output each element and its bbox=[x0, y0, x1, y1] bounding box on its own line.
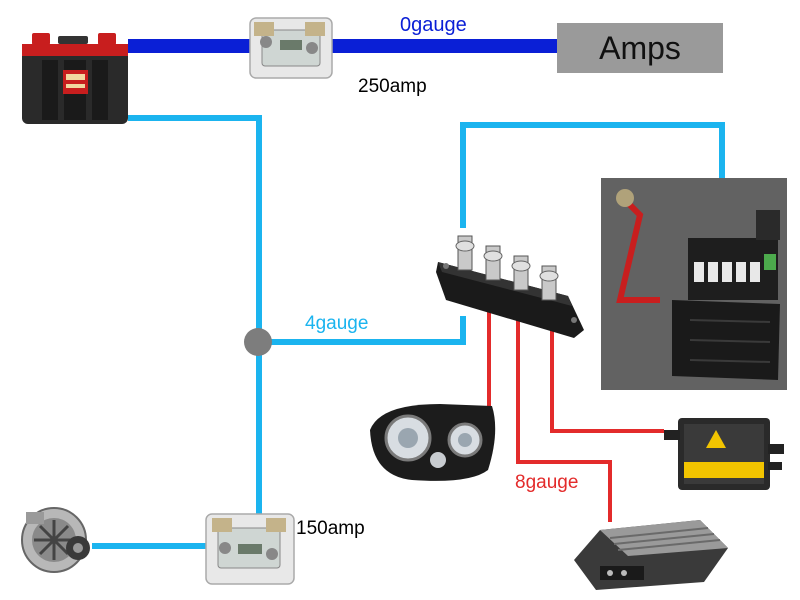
amplifier-icon bbox=[574, 520, 728, 590]
label-4gauge: 4gauge bbox=[305, 313, 369, 334]
wire-junction bbox=[244, 328, 272, 356]
distribution-block-icon bbox=[436, 235, 584, 338]
fuse-holder-secondary-icon bbox=[205, 513, 295, 585]
label-8gauge: 8gauge bbox=[515, 472, 579, 493]
amps-box: Amps bbox=[557, 23, 723, 73]
alternator-icon bbox=[21, 507, 90, 573]
headlight-icon bbox=[370, 404, 496, 481]
fuse-box-photo bbox=[601, 178, 787, 390]
wire-4gauge bbox=[92, 115, 725, 549]
label-250amp: 250amp bbox=[358, 76, 427, 97]
hid-ballast-icon bbox=[664, 418, 784, 490]
amps-label: Amps bbox=[599, 30, 681, 66]
battery-icon bbox=[22, 33, 128, 124]
fuse-holder-main-icon bbox=[249, 17, 333, 79]
label-150amp: 150amp bbox=[296, 518, 365, 539]
label-0gauge: 0gauge bbox=[400, 14, 467, 36]
wire-8gauge bbox=[487, 308, 664, 522]
